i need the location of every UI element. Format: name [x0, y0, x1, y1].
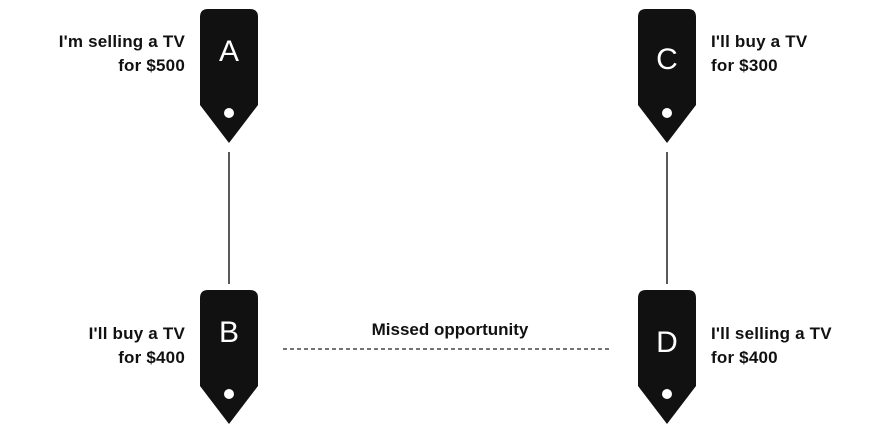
missed-opportunity-label: Missed opportunity	[371, 320, 529, 339]
caption-c-line2: for $300	[711, 56, 778, 75]
tag-letter-a: A	[218, 35, 239, 68]
tag-hole-icon	[224, 108, 234, 118]
tag-icon	[200, 9, 258, 143]
tag-b: B	[200, 290, 258, 424]
tag-letter-b: B	[218, 316, 239, 349]
tag-a: A	[200, 9, 258, 143]
caption-a-line2: for $500	[118, 56, 185, 75]
caption-b: I'll buy a TV for $400	[0, 322, 185, 370]
tag-hole-icon	[224, 389, 234, 399]
tag-icon	[638, 290, 696, 424]
caption-d: I'll selling a TV for $400	[711, 322, 875, 370]
caption-b-line2: for $400	[118, 348, 185, 367]
caption-c: I'll buy a TV for $300	[711, 30, 875, 78]
tag-letter-c: C	[656, 43, 678, 76]
caption-d-line1: I'll selling a TV	[711, 324, 832, 343]
caption-a-line1: I'm selling a TV	[58, 32, 185, 51]
tag-hole-icon	[662, 108, 672, 118]
caption-c-line1: I'll buy a TV	[711, 32, 808, 51]
tag-icon	[200, 290, 258, 424]
tag-hole-icon	[662, 389, 672, 399]
tag-letter-d: D	[656, 326, 678, 359]
tag-c: C	[638, 9, 696, 143]
tag-d: D	[638, 290, 696, 424]
caption-a: I'm selling a TV for $500	[0, 30, 185, 78]
tag-icon	[638, 9, 696, 143]
caption-d-line2: for $400	[711, 348, 778, 367]
caption-b-line1: I'll buy a TV	[88, 324, 185, 343]
